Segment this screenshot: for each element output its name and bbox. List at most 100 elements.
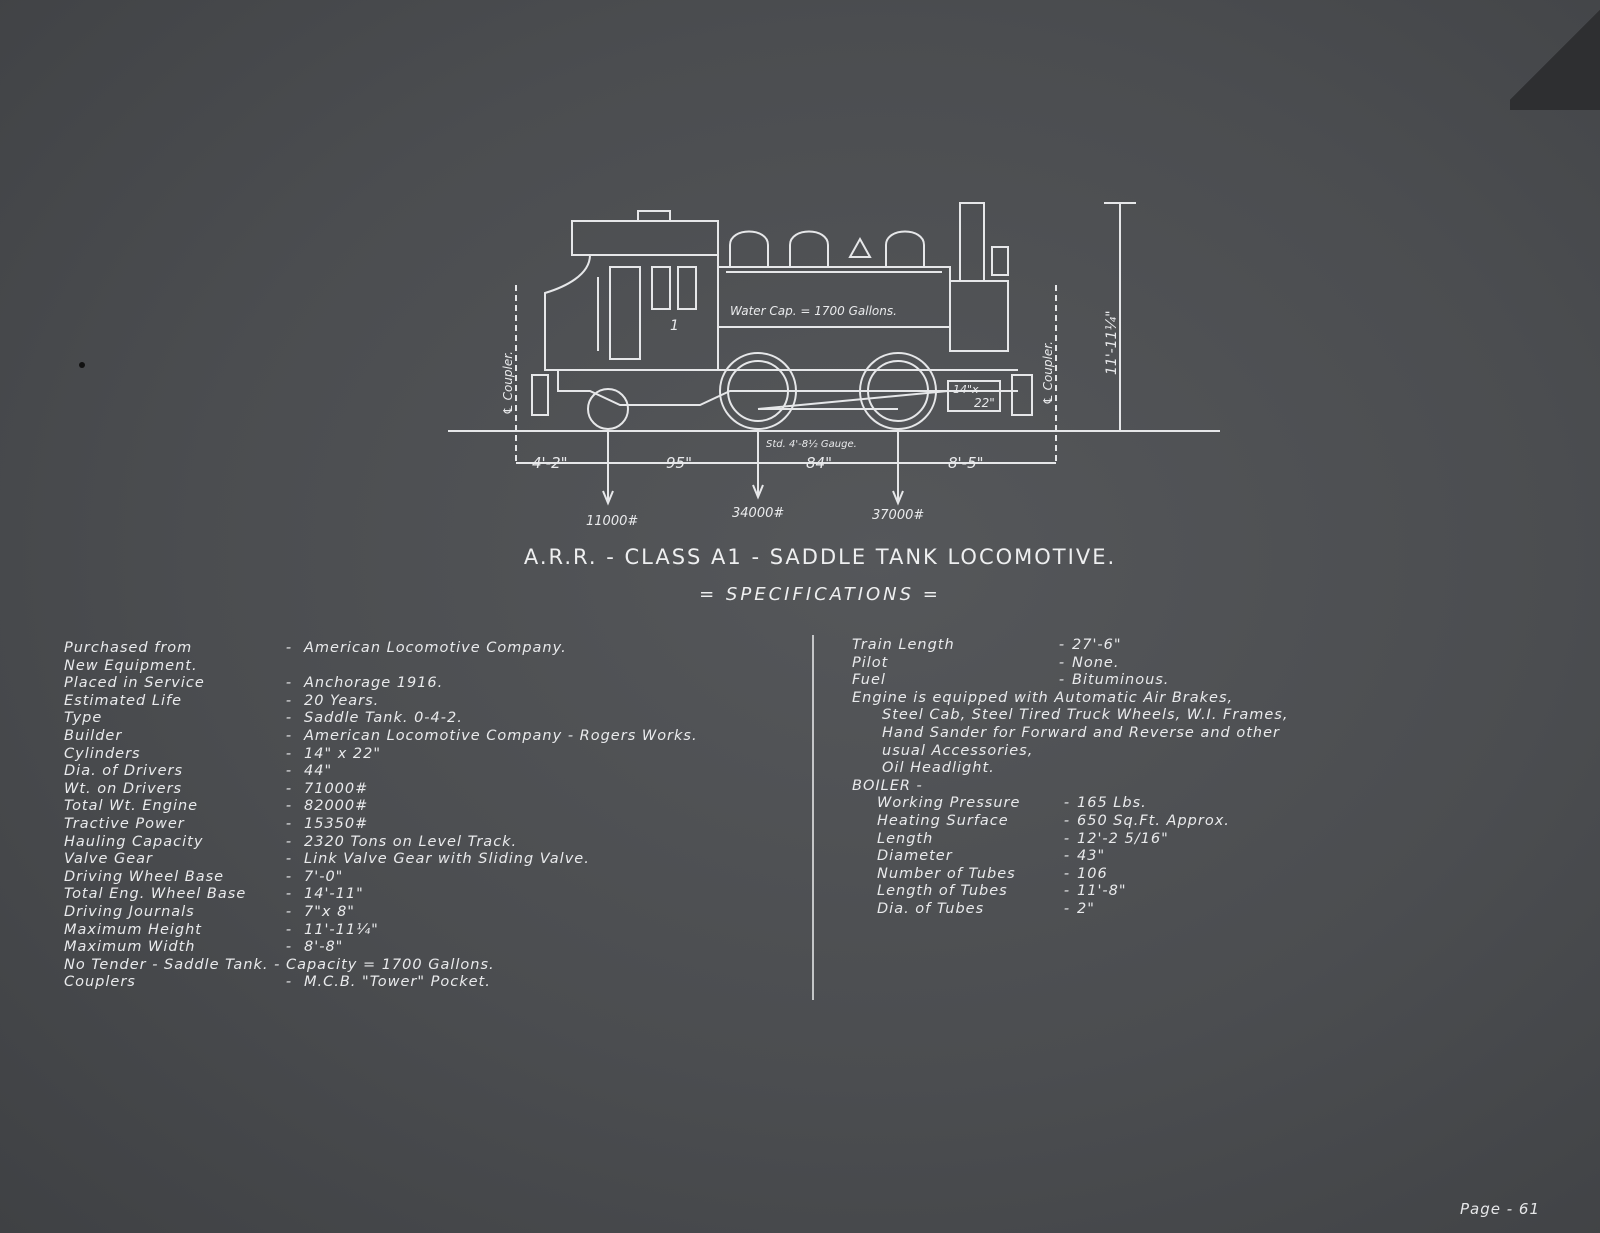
spec-dash: - (285, 692, 293, 709)
rear-buffer (531, 374, 549, 416)
spec-value: 8'-8" (304, 939, 344, 956)
spec-row: Purchased from-American Locomotive Compa… (64, 640, 784, 658)
pilot-beam (1011, 374, 1033, 416)
spec-dash: - (285, 833, 293, 850)
spec-label: Placed in Service (64, 675, 205, 692)
spec-row: Working Pressure -165 Lbs. (852, 795, 1412, 813)
spec-dash: - (285, 710, 293, 727)
dome-3 (885, 230, 925, 267)
spec-dash: - (285, 780, 293, 797)
equipment-note-line: Hand Sander for Forward and Reverse and … (882, 724, 1280, 741)
spec-dash: - (1058, 654, 1066, 671)
spec-row: Diameter -43" (852, 848, 1412, 866)
spec-label: Valve Gear (64, 851, 154, 868)
spec-value: 43" (1077, 848, 1106, 865)
spec-dash: - (285, 886, 293, 903)
spec-label: Working Pressure (877, 795, 1021, 812)
spec-value: 11'-11¼" (304, 921, 379, 938)
spec-dash (274, 658, 304, 676)
spec-dash: - (285, 851, 293, 868)
spec-dash: - (285, 727, 293, 744)
spec-row: Length-12'-2 5/16" (852, 831, 1412, 849)
dome-1 (729, 230, 769, 267)
spec-value: Bituminous. (1072, 672, 1170, 689)
spec-label: Tractive Power (64, 815, 185, 832)
specs-right-rows: Train Length-27'-6"Pilot-None.Fuel-Bitum… (852, 637, 1412, 690)
spec-dash: - (285, 745, 293, 762)
right-coupler-label: ℄ Coupler. (1041, 341, 1055, 405)
spec-value: 165 Lbs. (1077, 795, 1147, 812)
spec-label: Total Eng. Wheel Base (64, 886, 247, 903)
spec-label: Type (64, 710, 103, 727)
spec-label: Number of Tubes (877, 865, 1016, 882)
spec-dash: - (1063, 830, 1071, 847)
height-dimension: 11'-11¼" (1104, 310, 1120, 375)
spec-label: Length (877, 830, 934, 847)
spec-row: Maximum Height-11'-11¼" (64, 922, 784, 940)
spec-dash: - (285, 763, 293, 780)
spec-label: Diameter (877, 848, 953, 865)
spec-dash: - (1058, 637, 1066, 653)
water-capacity-label: Water Cap. = 1700 Gallons. (730, 304, 897, 318)
spec-value: 7"x 8" (304, 903, 355, 920)
spec-dash: - (285, 675, 293, 692)
spec-row: Type -Saddle Tank. 0-4-2. (64, 710, 784, 728)
spec-value: 82000# (304, 798, 369, 815)
spec-row: Driving Journals -7"x 8" (64, 904, 784, 922)
spec-value: Anchorage 1916. (304, 675, 444, 692)
spec-value: None. (1072, 654, 1120, 671)
torn-corner (1510, 0, 1600, 110)
spec-label: Total Wt. Engine (64, 798, 199, 815)
cab-window-1 (651, 266, 671, 310)
spec-dash (274, 957, 304, 975)
spec-dash: - (1063, 812, 1071, 829)
spec-value: American Locomotive Company. (304, 640, 567, 656)
spec-row: Tractive Power-15350# (64, 816, 784, 834)
spec-dash: - (1063, 848, 1071, 865)
column-divider (812, 635, 814, 1000)
driver-wheel-1 (719, 352, 797, 430)
spec-row: Valve Gear-Link Valve Gear with Sliding … (64, 851, 784, 869)
spec-label: Driving Journals (64, 903, 195, 920)
left-coupler-label: ℄ Coupler. (501, 351, 515, 415)
spec-value: 14'-11" (304, 886, 364, 903)
ink-dot (79, 362, 85, 368)
spec-value: 71000# (304, 780, 369, 797)
spec-row: Couplers-M.C.B. "Tower" Pocket. (64, 974, 784, 992)
spec-dash: - (1063, 795, 1071, 812)
spec-dash: - (285, 903, 293, 920)
specifications-heading: = SPECIFICATIONS = (699, 584, 941, 605)
smokebox (949, 280, 1009, 352)
locomotive-drawing: Water Cap. = 1700 Gallons. 1 ℄ Coupler. … (448, 202, 1220, 529)
driver-wheel-2 (859, 352, 937, 430)
gauge-label: Std. 4'-8½ Gauge. (766, 438, 857, 450)
spec-dash: - (1063, 865, 1071, 882)
spec-row: Pilot-None. (852, 655, 1412, 673)
spec-row: No Tender - Saddle Tank. - Capacity = 17… (64, 957, 784, 975)
spec-row: Cylinders-14" x 22" (64, 746, 784, 764)
spec-row: Total Eng. Wheel Base -14'-11" (64, 886, 784, 904)
cab-window-2 (677, 266, 697, 310)
boiler-specs: Working Pressure-165 Lbs.Heating Surface… (852, 795, 1412, 918)
spec-value: Saddle Tank. 0-4-2. (304, 710, 463, 727)
cylinder-label-bottom: 22" (974, 396, 995, 410)
spec-label: Dia. of Drivers (64, 763, 184, 780)
spec-row: Driving Wheel Base-7'-0" (64, 869, 784, 887)
spec-row: Fuel-Bituminous. (852, 672, 1412, 690)
spec-label: Driving Wheel Base (64, 868, 225, 885)
spec-label: Heating Surface (877, 812, 1009, 829)
spec-dash: - (285, 640, 293, 656)
spec-dash: - (1058, 672, 1066, 689)
spec-value: 106 (1077, 865, 1108, 882)
bell (848, 236, 872, 258)
spec-label: No Tender - Saddle Tank. - Capacity = 17… (64, 956, 495, 973)
headlight (991, 246, 1009, 276)
spec-value: 44" (304, 763, 333, 780)
spec-dash: - (285, 939, 293, 956)
spec-value: 15350# (304, 815, 369, 832)
spec-value: 2" (1077, 900, 1095, 917)
spec-row: Wt. on Drivers-71000# (64, 781, 784, 799)
cylinder (947, 380, 1001, 412)
spec-dash: - (285, 921, 293, 938)
